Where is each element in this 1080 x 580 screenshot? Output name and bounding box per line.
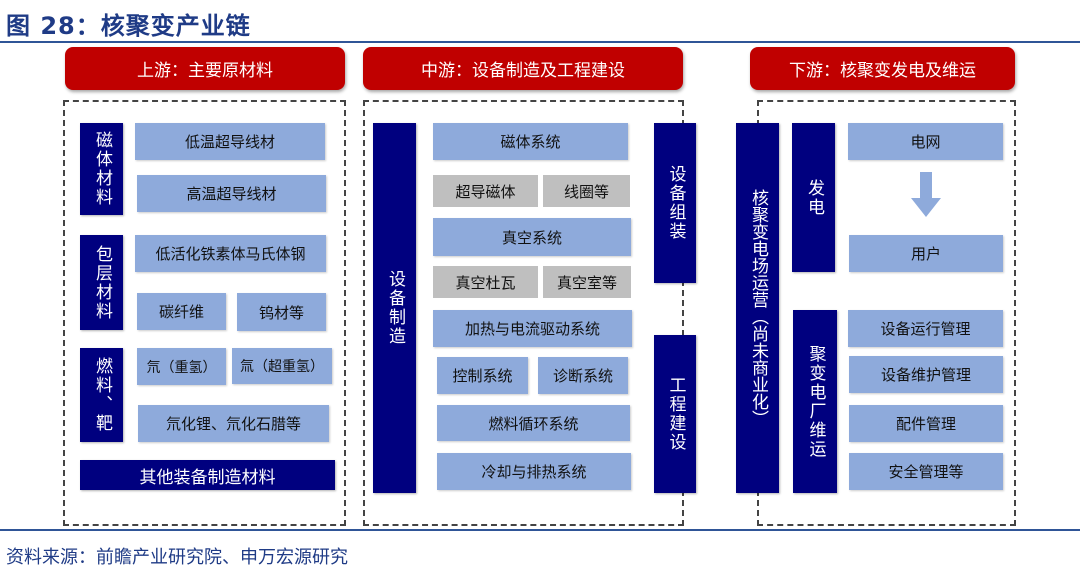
other-materials-label: 其他装备制造材料 [80,460,335,490]
material-item: 低温超导线材 [135,123,325,160]
system-item: 冷却与排热系统 [437,453,631,490]
fusion-plant-operation-label: 核聚变电场运营（尚未商业化） [736,123,779,493]
system-item: 燃料循环系统 [437,405,630,441]
magnet-materials-label: 磁体材料 [80,123,123,215]
system-item: 磁体系统 [433,123,628,160]
arrow-down-icon [911,172,941,217]
upstream-panel [63,100,346,526]
figure-title: 图 28：核聚变产业链 [6,12,251,40]
downstream-header: 下游：核聚变发电及维运 [750,47,1015,90]
maintenance-item: 设备运行管理 [848,310,1003,347]
material-item: 高温超导线材 [137,175,326,212]
system-item: 诊断系统 [538,357,628,394]
component-item: 真空杜瓦 [433,266,538,298]
grid-item: 电网 [848,123,1003,160]
maintenance-item: 设备维护管理 [849,356,1003,393]
component-item: 超导磁体 [433,175,538,207]
plant-maintenance-label: 聚变电厂维运 [793,310,837,493]
fuel-target-label: 燃料、靶 [80,348,123,442]
equipment-manufacturing-label: 设备制造 [373,123,416,493]
blanket-materials-label: 包层材料 [80,235,123,330]
source-note: 资料来源：前瞻产业研究院、申万宏源研究 [6,547,348,568]
system-item: 控制系统 [437,357,528,394]
engineering-construction-label: 工程建设 [654,335,696,493]
component-item: 真空室等 [543,266,631,298]
power-generation-label: 发电 [792,123,835,272]
material-item: 氘化锂、氘化石腊等 [138,405,329,442]
system-item: 真空系统 [433,218,631,256]
material-item: 氘（重氢） [137,348,226,385]
midstream-header: 中游：设备制造及工程建设 [363,47,683,90]
midstream-panel [363,100,684,526]
equipment-assembly-label: 设备组装 [654,123,696,283]
material-item: 钨材等 [237,293,326,331]
system-item: 加热与电流驱动系统 [433,310,632,347]
maintenance-item: 配件管理 [849,405,1003,442]
user-item: 用户 [849,235,1003,272]
maintenance-item: 安全管理等 [849,453,1003,490]
material-item: 氚（超重氢） [232,348,332,384]
footer-divider [0,529,1080,531]
title-divider [0,41,1080,43]
upstream-header: 上游：主要原材料 [65,47,345,90]
component-item: 线圈等 [543,175,630,207]
material-item: 低活化铁素体马氏体钢 [135,235,326,272]
material-item: 碳纤维 [137,293,226,330]
